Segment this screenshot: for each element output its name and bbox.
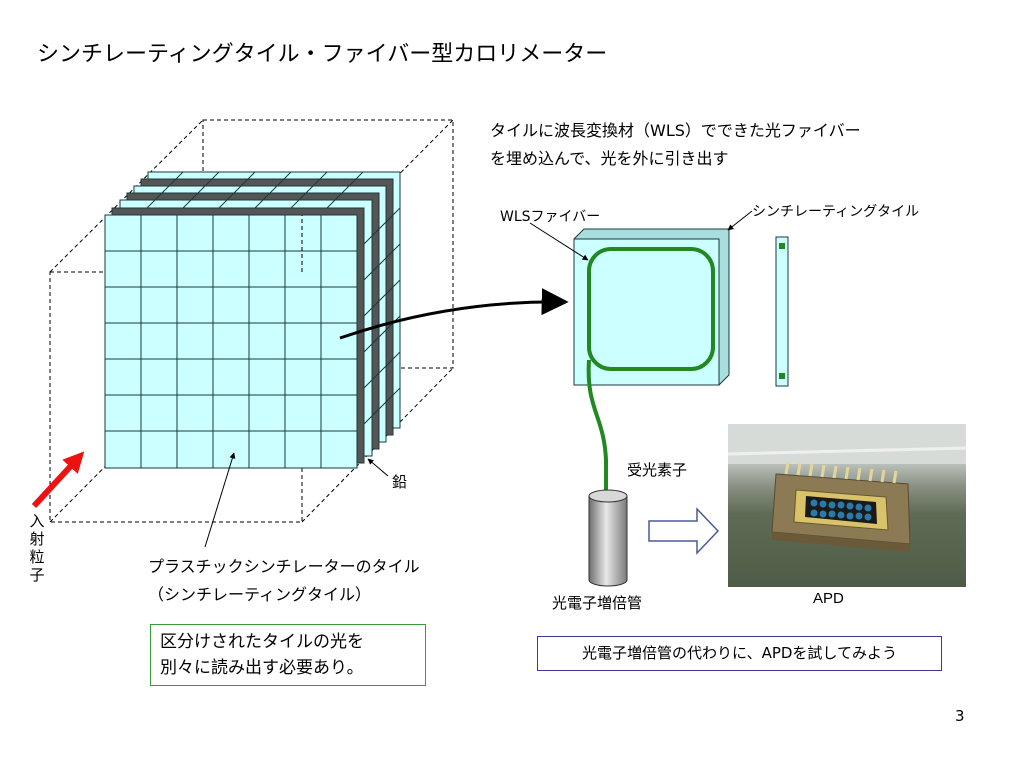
photo-receiver-label: 受光素子	[627, 461, 688, 479]
page-title: シンチレーティングタイル・ファイバー型カロリメーター	[37, 42, 608, 67]
incident-particle-char: 粒	[29, 548, 45, 566]
plastic-tile-label-line-2: （シンチレーティングタイル）	[148, 585, 372, 604]
single-tile	[573, 228, 730, 386]
incident-particle-char: 入	[29, 512, 45, 530]
plastic-tile-pointer	[204, 452, 236, 548]
outline-right-arrow-icon	[648, 507, 720, 555]
wls-fiber-pointer	[529, 222, 589, 261]
apd-device-drawing	[728, 424, 966, 552]
lead-pointer	[367, 458, 389, 477]
apd-photo	[728, 424, 966, 587]
tile-pointer	[727, 210, 753, 231]
description-line-2: を埋め込んで、光を外に引き出す	[490, 149, 729, 168]
front-tile-face	[104, 214, 358, 469]
lead-label: 鉛	[392, 473, 408, 491]
block-to-tile-arrow	[339, 288, 569, 340]
scintillating-tile-label: シンチレーティングタイル	[752, 204, 920, 220]
red-arrow-icon	[31, 451, 85, 509]
page-number: 3	[955, 707, 965, 725]
plastic-tile-label: プラスチックシンチレーターのタイル （シンチレーティングタイル）	[148, 553, 420, 609]
wls-fiber-label: WLSファイバー	[500, 209, 601, 225]
apd-note-box: 光電子増倍管の代わりに、APDを試してみよう	[537, 636, 942, 671]
readout-note-line-2: 別々に読み出す必要あり。	[160, 658, 364, 678]
incident-particle-label: 入 射 粒 子	[27, 512, 47, 584]
readout-note-line-1: 区分けされたタイルの光を	[160, 632, 364, 652]
readout-note-box: 区分けされたタイルの光を 別々に読み出す必要あり。	[150, 624, 426, 686]
tile-side-view	[775, 236, 789, 387]
apd-label: APD	[813, 590, 844, 607]
wls-fiber-path	[586, 359, 608, 492]
pmt-cylinder	[588, 489, 628, 587]
pmt-label: 光電子増倍管	[552, 594, 643, 612]
plastic-tile-label-line-1: プラスチックシンチレーターのタイル	[148, 557, 420, 576]
description-line-1: タイルに波長変換材（WLS）でできた光ファイバー	[490, 121, 861, 140]
incident-particle-char: 子	[29, 566, 45, 584]
incident-particle-char: 射	[29, 530, 45, 548]
description-text: タイルに波長変換材（WLS）でできた光ファイバー を埋め込んで、光を外に引き出す	[490, 117, 861, 173]
